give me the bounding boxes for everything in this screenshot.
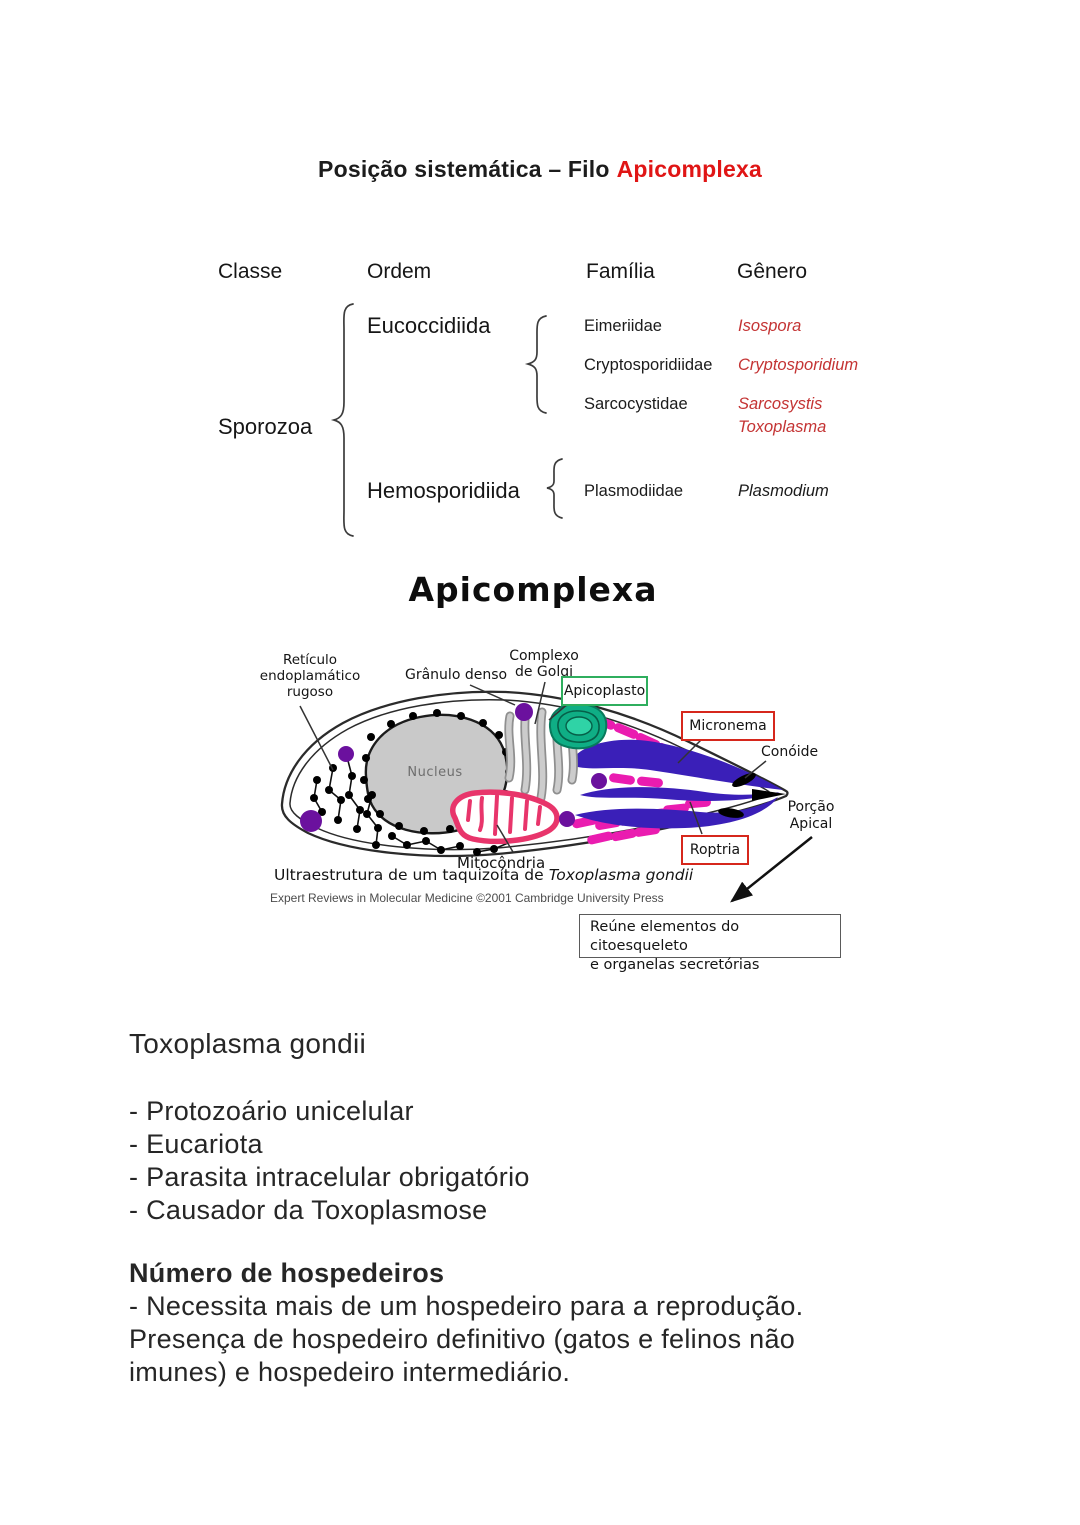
column-header-ordem: Ordem bbox=[367, 260, 432, 283]
label-apicoplasto-box: Apicoplasto bbox=[561, 676, 648, 706]
genus-sarcosystis: Sarcosystis bbox=[738, 395, 823, 413]
conoid bbox=[718, 773, 786, 818]
notes-body: - Necessita mais de um hospedeiro para a… bbox=[129, 1291, 803, 1390]
dense-granules bbox=[300, 703, 607, 832]
apicoplast-shape bbox=[548, 702, 608, 750]
order-hemosporidiida: Hemosporidiida bbox=[367, 478, 520, 503]
systematics-title-highlight: Apicomplexa bbox=[616, 156, 762, 182]
note-line: Presença de hospedeiro definitivo (gatos… bbox=[129, 1324, 796, 1354]
notes-bullets: - Protozoário unicelular - Eucariota - P… bbox=[129, 1096, 530, 1228]
family-plasmodiidae: Plasmodiidae bbox=[584, 482, 684, 500]
mitochondria-shape bbox=[450, 789, 560, 845]
family-sarcocystidae: Sarcocystidae bbox=[584, 395, 688, 413]
nucleus-label: Nucleus bbox=[407, 765, 463, 780]
label-mitocondria: Mitocôndria bbox=[457, 854, 546, 872]
callout-arrow bbox=[730, 836, 813, 903]
note-bullet: - Parasita intracelular obrigatório bbox=[129, 1162, 530, 1192]
systematics-title-prefix: Posição sistemática – Filo bbox=[318, 156, 610, 182]
callout-box: Reúne elementos do citoesqueleto e organ… bbox=[579, 914, 841, 973]
column-header-classe: Classe bbox=[218, 260, 283, 283]
taxonomy-braces bbox=[330, 303, 563, 537]
column-header-genero: Gênero bbox=[737, 260, 808, 283]
label-complexo-golgi: Complexo de Golgi bbox=[509, 648, 579, 680]
note-bullet: - Eucariota bbox=[129, 1129, 263, 1159]
genus-toxoplasma: Toxoplasma bbox=[738, 418, 827, 436]
note-line: imunes) e hospedeiro intermediário. bbox=[129, 1357, 571, 1387]
label-conoide: Conóide bbox=[761, 744, 819, 760]
family-cryptosporidiidae: Cryptosporidiidae bbox=[584, 356, 713, 374]
rhoptries bbox=[570, 739, 783, 829]
label-reticulo: Retículo endoplamático rugoso bbox=[259, 652, 361, 700]
label-leader-lines bbox=[299, 681, 767, 853]
brace-hemosporidiida bbox=[546, 458, 563, 519]
note-bullet: - Protozoário unicelular bbox=[129, 1096, 414, 1126]
genus-isospora: Isospora bbox=[738, 317, 802, 335]
classe-sporozoa: Sporozoa bbox=[218, 414, 313, 439]
order-eucoccidiida: Eucoccidiida bbox=[367, 313, 491, 338]
note-bullet: - Causador da Toxoplasmose bbox=[129, 1195, 488, 1225]
notes-subheading: Número de hospedeiros bbox=[129, 1258, 445, 1288]
genus-plasmodium: Plasmodium bbox=[738, 482, 829, 500]
figure-caption-species: Toxoplasma gondii bbox=[548, 866, 694, 884]
brace-sporozoa bbox=[330, 303, 354, 537]
label-micronema-box: Micronema bbox=[681, 711, 775, 741]
label-granulo-denso: Grânulo denso bbox=[405, 667, 508, 683]
family-eimeriidae: Eimeriidae bbox=[584, 317, 662, 335]
figure-title: Apicomplexa bbox=[408, 570, 658, 609]
genus-cryptosporidium: Cryptosporidium bbox=[738, 356, 859, 374]
brace-eucoccidiida bbox=[524, 315, 547, 414]
note-line: - Necessita mais de um hospedeiro para a… bbox=[129, 1291, 804, 1321]
label-roptria-box: Roptria bbox=[681, 835, 749, 865]
label-porcao-apical: Porção Apical bbox=[787, 799, 835, 832]
notes-heading: Toxoplasma gondii bbox=[129, 1028, 367, 1059]
figure-credit: Expert Reviews in Molecular Medicine ©20… bbox=[270, 891, 664, 905]
column-header-familia: Família bbox=[586, 260, 655, 283]
